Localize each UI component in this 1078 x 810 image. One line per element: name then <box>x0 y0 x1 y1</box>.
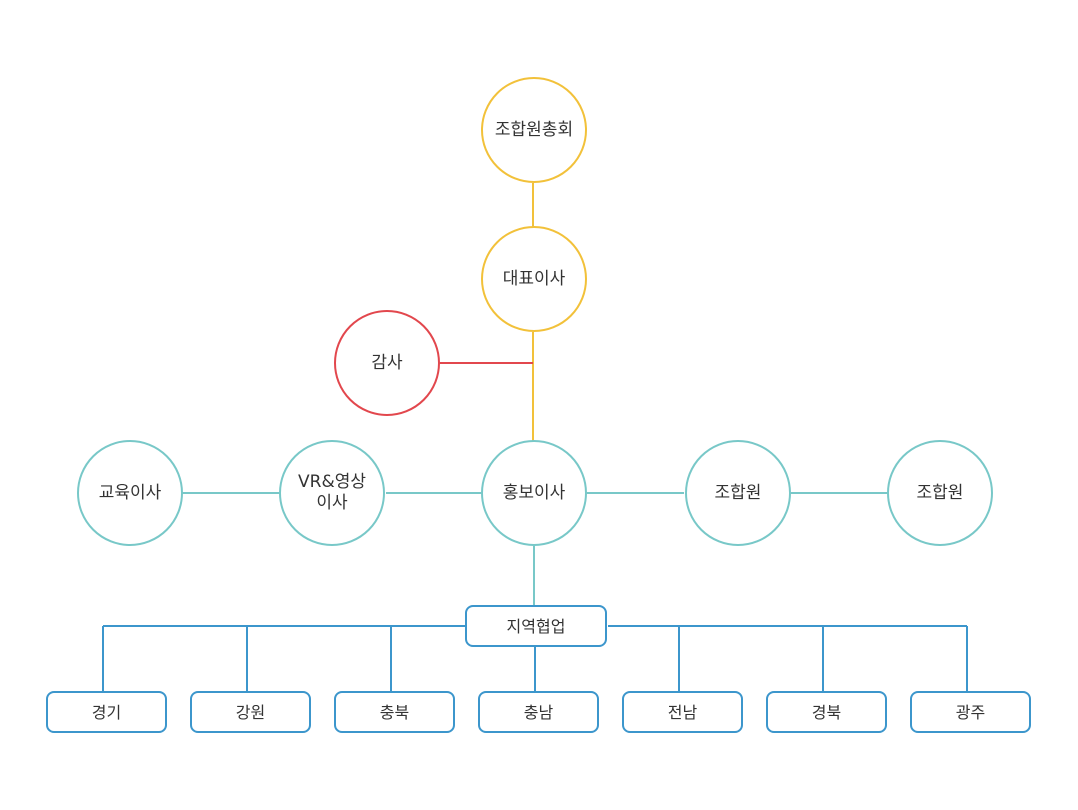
node-region: 전남 <box>622 691 743 733</box>
node-pr-director: 홍보이사 <box>481 440 587 546</box>
node-region: 충북 <box>334 691 455 733</box>
node-region: 경북 <box>766 691 887 733</box>
node-member-1: 조합원 <box>685 440 791 546</box>
node-vr-director: VR&영상 이사 <box>279 440 385 546</box>
node-general-assembly: 조합원총회 <box>481 77 587 183</box>
node-region: 충남 <box>478 691 599 733</box>
node-regional-coop: 지역협업 <box>465 605 607 647</box>
node-region: 경기 <box>46 691 167 733</box>
node-member-2: 조합원 <box>887 440 993 546</box>
node-ceo: 대표이사 <box>481 226 587 332</box>
node-auditor: 감사 <box>334 310 440 416</box>
node-education-director: 교육이사 <box>77 440 183 546</box>
node-region: 광주 <box>910 691 1031 733</box>
node-region: 강원 <box>190 691 311 733</box>
